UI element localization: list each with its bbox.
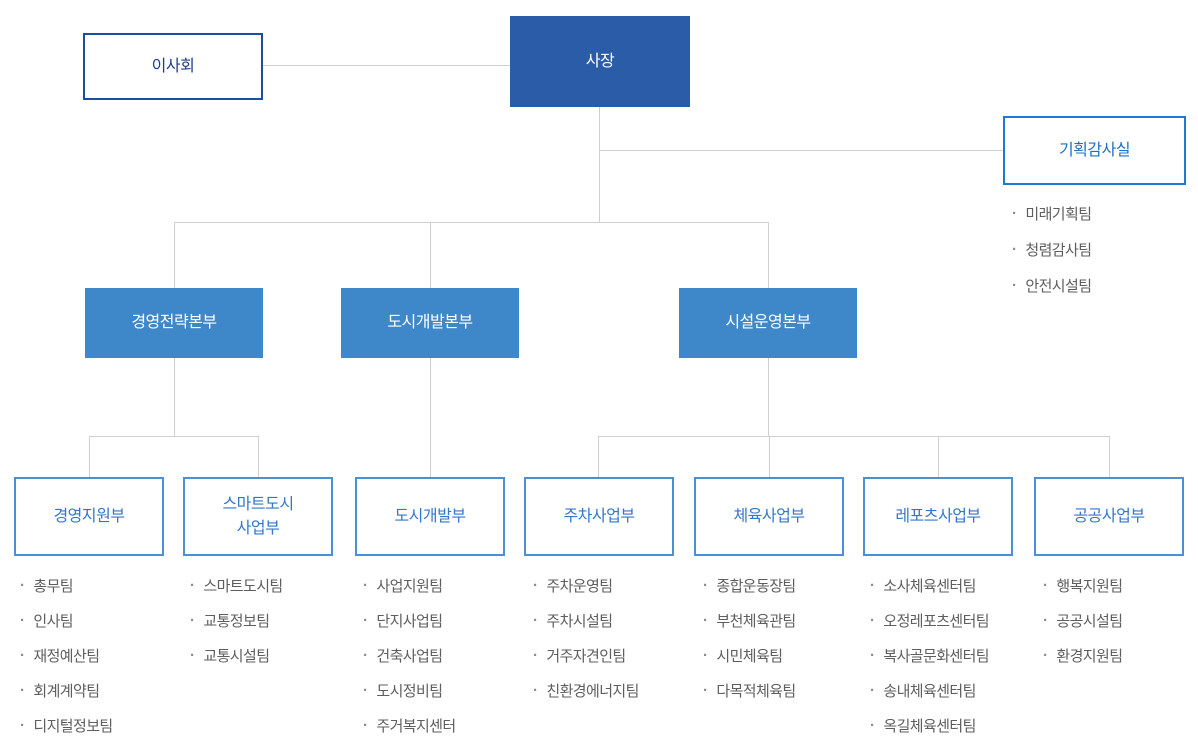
connector-divisions-branch xyxy=(174,222,769,223)
team-item: 재정예산팀 xyxy=(20,638,113,673)
org-node-dept-urban-development: 도시개발부 xyxy=(355,477,505,556)
connector-president-audit xyxy=(600,150,1003,151)
connector-drop-dept-2 xyxy=(258,436,259,477)
team-list-sports: 종합운동장팀부천체육관팀시민체육팀다목적체육팀 xyxy=(703,568,796,708)
org-node-division-management-strategy: 경영전략본부 xyxy=(85,288,263,358)
org-node-dept-sports: 체육사업부 xyxy=(694,477,844,556)
org-node-dept-management-support: 경영지원부 xyxy=(14,477,164,556)
team-item: 주거복지센터 xyxy=(363,708,456,743)
org-node-board: 이사회 xyxy=(83,33,263,100)
team-item: 사업지원팀 xyxy=(363,568,456,603)
team-item: 종합운동장팀 xyxy=(703,568,796,603)
org-node-division-urban-development: 도시개발본부 xyxy=(341,288,519,358)
team-item: 미래기획팀 xyxy=(1012,195,1092,231)
connector-division3-branch xyxy=(598,436,1110,437)
team-item: 디지털정보팀 xyxy=(20,708,113,743)
org-node-dept-leports: 레포츠사업부 xyxy=(863,477,1013,556)
team-item: 거주자견인팀 xyxy=(533,638,639,673)
connector-drop-dept-5 xyxy=(769,436,770,477)
org-node-dept-parking: 주차사업부 xyxy=(524,477,674,556)
team-item: 주차시설팀 xyxy=(533,603,639,638)
team-list-smart-city: 스마트도시팀교통정보팀교통시설팀 xyxy=(190,568,283,673)
team-list-public: 행복지원팀공공시설팀환경지원팀 xyxy=(1043,568,1123,673)
team-list-audit-office: 미래기획팀청렴감사팀안전시설팀 xyxy=(1012,195,1092,303)
org-node-audit-office: 기획감사실 xyxy=(1003,116,1186,185)
org-node-dept-smart-city: 스마트도시 사업부 xyxy=(183,477,333,556)
team-item: 오정레포츠센터팀 xyxy=(870,603,989,638)
org-node-dept-public: 공공사업부 xyxy=(1034,477,1184,556)
org-node-division-facility-operation: 시설운영본부 xyxy=(679,288,857,358)
team-item: 공공시설팀 xyxy=(1043,603,1123,638)
connector-drop-dept-4 xyxy=(598,436,599,477)
connector-drop-dept-1 xyxy=(89,436,90,477)
team-item: 인사팀 xyxy=(20,603,113,638)
team-item: 소사체육센터팀 xyxy=(870,568,989,603)
team-item: 청렴감사팀 xyxy=(1012,231,1092,267)
connector-drop-division-1 xyxy=(174,222,175,288)
team-item: 도시정비팀 xyxy=(363,673,456,708)
team-item: 주차운영팀 xyxy=(533,568,639,603)
team-item: 교통시설팀 xyxy=(190,638,283,673)
connector-board-president xyxy=(263,65,510,66)
team-list-leports: 소사체육센터팀오정레포츠센터팀복사골문화센터팀송내체육센터팀옥길체육센터팀 xyxy=(870,568,989,743)
team-item: 환경지원팀 xyxy=(1043,638,1123,673)
team-list-parking: 주차운영팀주차시설팀거주자견인팀친환경에너지팀 xyxy=(533,568,639,708)
team-item: 다목적체육팀 xyxy=(703,673,796,708)
team-item: 교통정보팀 xyxy=(190,603,283,638)
org-node-president: 사장 xyxy=(510,16,690,107)
connector-drop-division-2 xyxy=(430,222,431,288)
team-item: 회계계약팀 xyxy=(20,673,113,708)
team-item: 부천체육관팀 xyxy=(703,603,796,638)
team-item: 송내체육센터팀 xyxy=(870,673,989,708)
connector-drop-dept-6 xyxy=(938,436,939,477)
team-item: 총무팀 xyxy=(20,568,113,603)
team-item: 옥길체육센터팀 xyxy=(870,708,989,743)
connector-division3-stem xyxy=(768,358,769,436)
team-item: 스마트도시팀 xyxy=(190,568,283,603)
team-item: 단지사업팀 xyxy=(363,603,456,638)
team-list-urban-development: 사업지원팀단지사업팀건축사업팀도시정비팀주거복지센터 xyxy=(363,568,456,743)
connector-president-stem xyxy=(599,107,600,223)
team-list-management-support: 총무팀인사팀재정예산팀회계계약팀디지털정보팀 xyxy=(20,568,113,743)
connector-drop-division-3 xyxy=(768,222,769,288)
connector-division1-stem xyxy=(174,358,175,436)
team-item: 건축사업팀 xyxy=(363,638,456,673)
team-item: 친환경에너지팀 xyxy=(533,673,639,708)
team-item: 복사골문화센터팀 xyxy=(870,638,989,673)
connector-drop-dept-7 xyxy=(1109,436,1110,477)
team-item: 시민체육팀 xyxy=(703,638,796,673)
team-item: 안전시설팀 xyxy=(1012,267,1092,303)
connector-division1-branch xyxy=(89,436,259,437)
team-item: 행복지원팀 xyxy=(1043,568,1123,603)
connector-drop-dept-3 xyxy=(430,358,431,477)
